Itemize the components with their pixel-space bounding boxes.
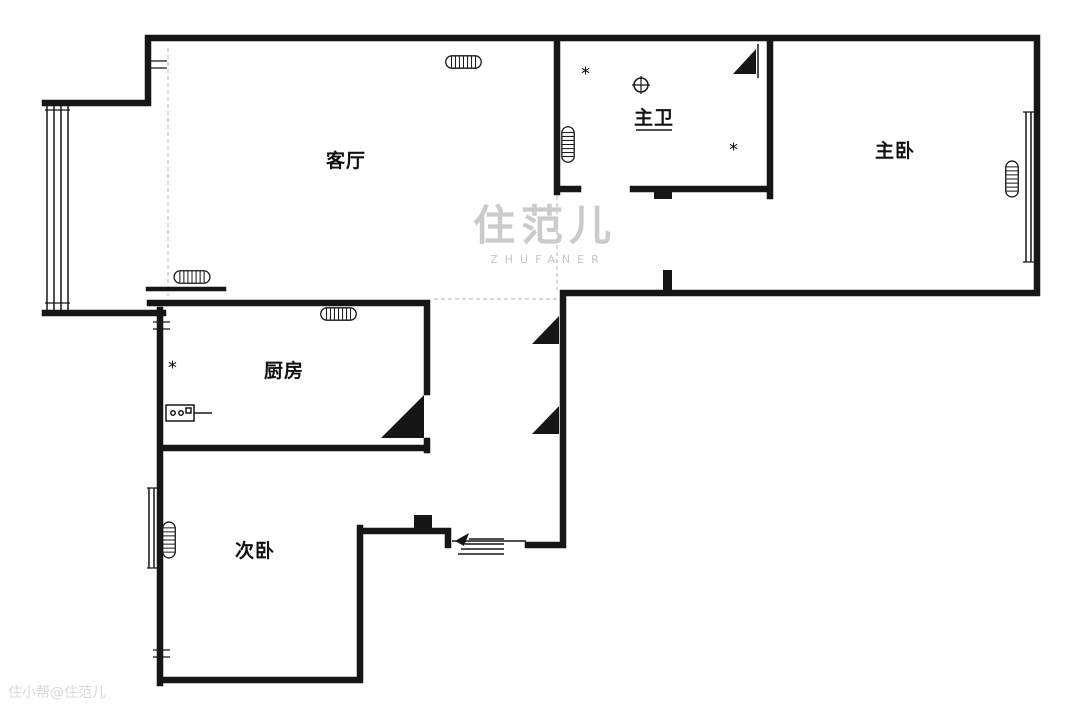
radiator-icon: [173, 270, 211, 284]
watermark-corner: 住小帮@住范儿: [8, 684, 106, 701]
light-fixture-icon: [729, 142, 738, 151]
watermark-logo: 住范儿: [473, 201, 617, 250]
radiator-icon: [320, 307, 357, 321]
beam-dashed-lines: [167, 48, 561, 300]
radiator-icon: [1005, 160, 1019, 198]
wall-break-icon: [150, 60, 167, 69]
radiator-icon: [561, 126, 575, 163]
window-icon: [147, 487, 161, 569]
wall-break-icon: [153, 321, 170, 330]
window-icon: [1023, 111, 1036, 263]
room-label-living-room: 客厅: [326, 149, 366, 172]
door-leaf-icon: [733, 44, 759, 78]
entry-pillar: [414, 515, 432, 531]
light-fixture-icon: [168, 360, 177, 369]
door-leaf-icon: [532, 406, 559, 434]
bay-window-icon: [45, 106, 70, 310]
radiator-icon: [162, 521, 176, 559]
room-label-kitchen: 厨房: [264, 359, 304, 382]
wall-break-icon: [153, 649, 170, 658]
room-label-master-bedroom: 主卧: [875, 140, 915, 162]
floor-drain-icon: [632, 76, 650, 94]
entrance-steps-icon: [455, 533, 504, 555]
door-leaf-icon: [381, 395, 424, 438]
door-leaf-icon: [532, 316, 559, 344]
room-label-master-bath: 主卫: [634, 107, 674, 129]
watermark-latin: ZHUFANER: [490, 253, 606, 266]
sink-icon: [165, 404, 212, 422]
light-fixture-icon: [581, 66, 590, 75]
exterior-walls: [41, 34, 1041, 687]
wall-stub: [663, 270, 672, 293]
door-jamb: [654, 189, 672, 199]
radiator-icon: [445, 55, 482, 69]
room-label-second-bedroom: 次卧: [235, 539, 275, 562]
